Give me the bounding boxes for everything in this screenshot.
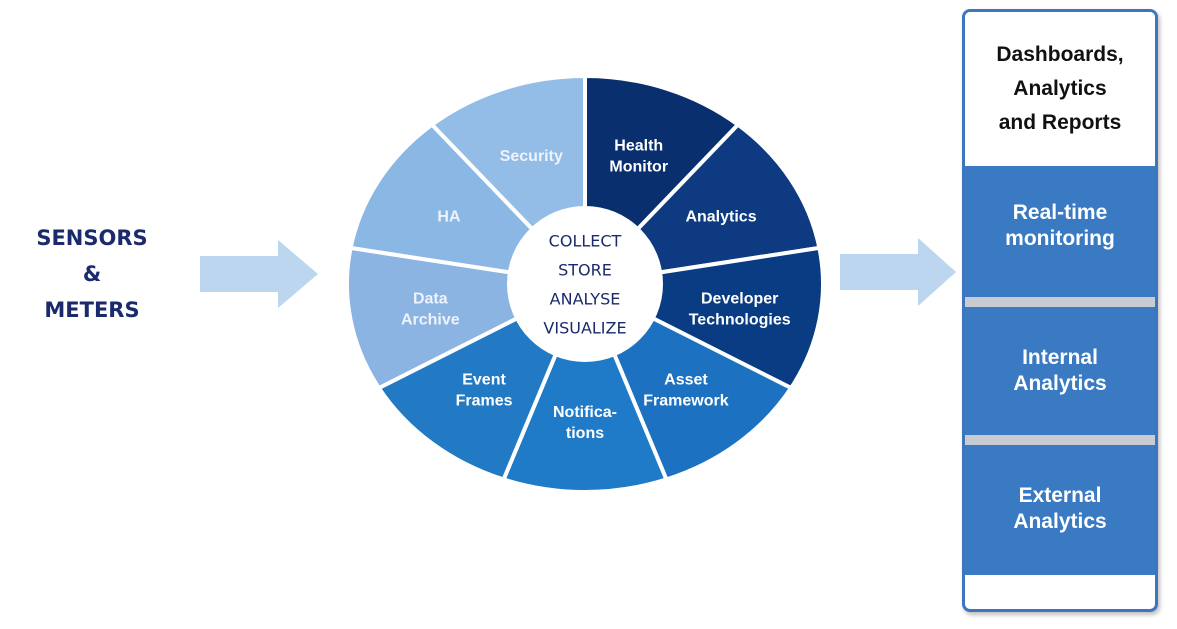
hub-label-visualize: VISUALIZE bbox=[543, 319, 626, 338]
hub-label-analyse: ANALYSE bbox=[550, 290, 621, 309]
wheel-label-analytics: Analytics bbox=[685, 208, 756, 225]
external-line2: Analytics bbox=[1013, 510, 1107, 533]
meters-text: METERS bbox=[44, 298, 140, 322]
hub-label-collect: COLLECT bbox=[549, 232, 622, 251]
wheel-label-security: Security bbox=[500, 148, 563, 165]
realtime-line1: Real-time bbox=[1012, 201, 1108, 224]
panel-divider-2 bbox=[965, 435, 1155, 445]
wheel-label-notifica-tions: Notifica-tions bbox=[553, 404, 617, 442]
right-arrow-icon bbox=[840, 238, 956, 306]
panel-divider-1 bbox=[965, 297, 1155, 307]
internal-line2: Analytics bbox=[1013, 372, 1107, 395]
wheel-segment-notifica-tions bbox=[500, 278, 670, 494]
ampersand-text: & bbox=[82, 262, 102, 286]
wheel-label-ha: HA bbox=[437, 208, 461, 225]
realtime-line2: monitoring bbox=[1005, 227, 1115, 250]
dashboards-line2: Analytics bbox=[1013, 77, 1107, 100]
realtime-monitoring-block: Real-time monitoring bbox=[965, 166, 1155, 297]
left-arrow-icon bbox=[200, 240, 318, 308]
sensors-text: SENSORS bbox=[36, 226, 148, 250]
output-panel: Dashboards, Analytics and Reports Real-t… bbox=[962, 9, 1158, 612]
dashboards-line3: and Reports bbox=[998, 111, 1122, 134]
dashboards-box: Dashboards, Analytics and Reports bbox=[965, 12, 1155, 166]
wheel-hub bbox=[507, 206, 663, 362]
internal-line1: Internal bbox=[1022, 346, 1098, 369]
sensors-meters-label: SENSORS & METERS bbox=[22, 220, 162, 328]
dashboards-line1: Dashboards, bbox=[996, 43, 1124, 66]
external-analytics-block: External Analytics bbox=[965, 445, 1155, 575]
hub-label-store: STORE bbox=[558, 261, 612, 280]
external-line1: External bbox=[1018, 484, 1102, 507]
internal-analytics-block: Internal Analytics bbox=[965, 307, 1155, 435]
